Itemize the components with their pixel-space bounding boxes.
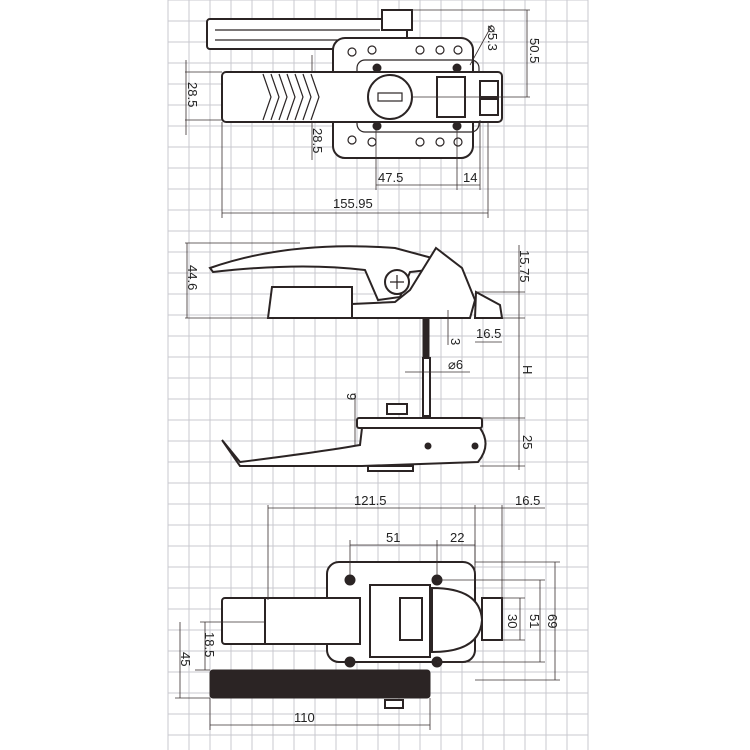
dim-handle-height: 45 (178, 652, 193, 666)
dim-handle-length: 110 (294, 710, 315, 725)
dim-overhang: 16.5 (515, 493, 540, 508)
dim-length: 155.95 (333, 196, 373, 211)
rod-cap (381, 9, 413, 31)
hook (221, 427, 487, 467)
side-view: 44.6 15.75 16.5 3 ⌀6 H 9 25 (185, 242, 535, 472)
dim-h: H (520, 365, 535, 374)
handle-grip (209, 669, 431, 699)
keeper-nut (386, 403, 408, 415)
lock-cylinder (367, 74, 413, 120)
lever (264, 597, 361, 645)
dim-height: 44.6 (185, 265, 200, 290)
dim-rod-diameter: ⌀6 (448, 357, 463, 372)
dim-handle-offset: 18.5 (202, 632, 217, 657)
dim-height: 69 (545, 614, 560, 628)
dim-tongue-length: 16.5 (476, 326, 501, 341)
top-view: ⌀5.3 50.5 28.5 28.5 47.5 14 155.95 (185, 9, 542, 218)
dim-hole-spacing: 51 (386, 530, 400, 545)
rod (422, 357, 431, 417)
dim-hole-spacing: 47.5 (378, 170, 403, 185)
dim-slot: 30 (505, 614, 520, 628)
handle-grip (266, 286, 353, 319)
dim-height-total: 50.5 (527, 38, 542, 63)
tongue (473, 290, 504, 319)
dim-offset: 22 (450, 530, 464, 545)
dim-offset: 28.5 (310, 128, 325, 153)
bottom-view: 121.5 16.5 51 22 30 51 69 18.5 45 110 (175, 493, 560, 730)
dim-hook: 9 (344, 393, 359, 400)
dim-tongue: 15.75 (517, 250, 532, 283)
keeper-plate (356, 417, 483, 429)
dim-gap: 3 (448, 338, 463, 345)
tongue (481, 597, 503, 641)
threaded-rod (422, 317, 430, 359)
dim-hole-diameter: ⌀5.3 (485, 25, 500, 51)
dim-holes-vertical: 51 (527, 614, 542, 628)
dim-edge: 14 (463, 170, 477, 185)
lever (208, 245, 434, 302)
dim-length: 121.5 (354, 493, 387, 508)
dim-handle-width: 28.5 (185, 82, 200, 107)
dim-keeper: 25 (520, 435, 535, 449)
